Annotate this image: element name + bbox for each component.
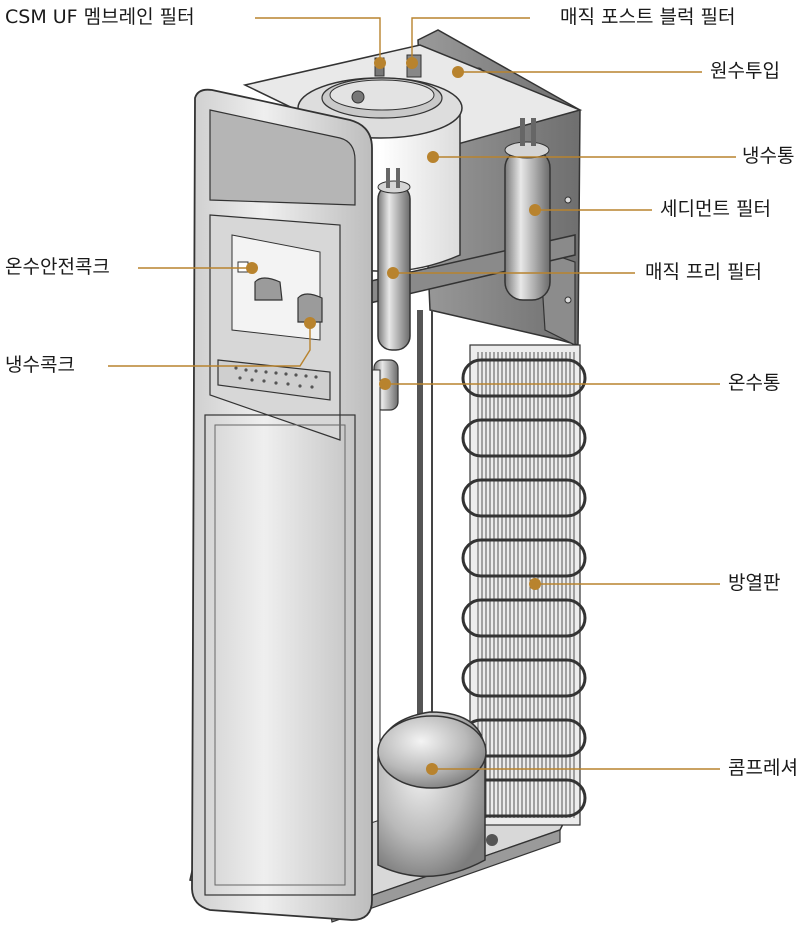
front-frame <box>191 88 373 921</box>
label-hot-water-tank: 온수통 <box>728 372 781 394</box>
radiator-coil-loop <box>461 658 587 698</box>
leader-lines <box>108 17 736 770</box>
label-cold-water-tank: 냉수통 <box>742 145 795 167</box>
label-hot-water-safety-cock: 온수안전콕크 <box>5 256 110 278</box>
callout-dots <box>246 57 541 775</box>
radiator-illustration <box>461 344 587 826</box>
label-magic-post-block-filter: 매직 포스트 블럭 필터 <box>560 6 736 28</box>
radiator-coil-loop <box>461 598 587 638</box>
compressor-illustration <box>377 711 487 878</box>
label-compressor: 콤프레셔 <box>728 757 798 779</box>
radiator-coil-loop <box>461 358 587 398</box>
pre-filter-illustration <box>377 168 411 351</box>
label-sediment-filter: 세디먼트 필터 <box>660 198 771 220</box>
label-cold-water-cock: 냉수콕크 <box>5 354 75 376</box>
label-magic-pre-filter: 매직 프리 필터 <box>645 261 762 283</box>
sediment-filter-illustration <box>504 118 551 301</box>
radiator-coil-loop <box>461 418 587 458</box>
radiator-coil-loop <box>461 478 587 518</box>
label-radiator: 방열판 <box>728 572 781 594</box>
radiator-coil-loop <box>461 538 587 578</box>
label-csm-uf-filter: CSM UF 멤브레인 필터 <box>5 6 195 28</box>
label-raw-water-inlet: 원수투입 <box>710 60 780 82</box>
